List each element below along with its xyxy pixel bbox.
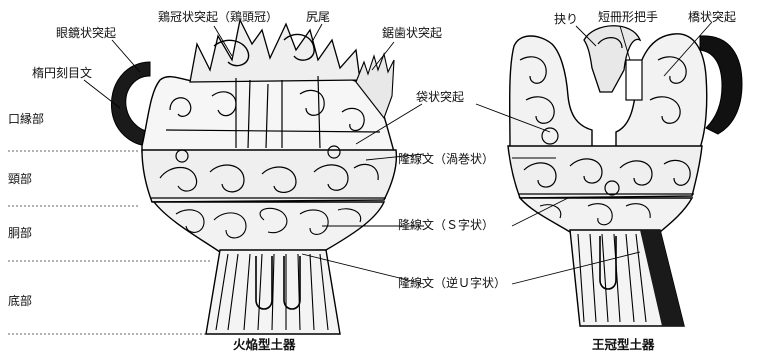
callout-shirio: 尻尾 <box>306 10 330 24</box>
callout-daen: 楕円刻目文 <box>32 66 92 80</box>
callout-tanzaku: 短冊形把手 <box>598 10 658 24</box>
kaen-vessel <box>111 20 396 334</box>
callout-eguri: 抉り <box>554 12 578 26</box>
section-label-rim: 口縁部 <box>8 112 44 126</box>
section-label-neck: 頸部 <box>8 172 32 186</box>
callout-megane: 眼鏡状突起 <box>56 26 116 40</box>
callout-keikan: 鶏冠状突起（鶏頭冠） <box>158 10 278 24</box>
section-label-base: 底部 <box>8 294 32 308</box>
section-label-body: 胴部 <box>8 226 32 240</box>
callout-hashi: 橋状突起 <box>688 10 736 24</box>
callout-s-ji: 隆線文（Ｓ字状） <box>398 218 494 232</box>
callout-gyaku-u: 隆線文（逆Ｕ字状） <box>398 276 506 290</box>
callout-kyoshi: 鋸歯状突起 <box>382 26 442 40</box>
caption-okan: 王冠型土器 <box>592 334 655 353</box>
caption-kaen: 火焔型土器 <box>233 334 296 353</box>
callout-uzumaki: 隆線文（渦巻状） <box>398 152 494 166</box>
okan-vessel <box>508 26 742 326</box>
callout-fukuro: 袋状突起 <box>416 90 464 104</box>
